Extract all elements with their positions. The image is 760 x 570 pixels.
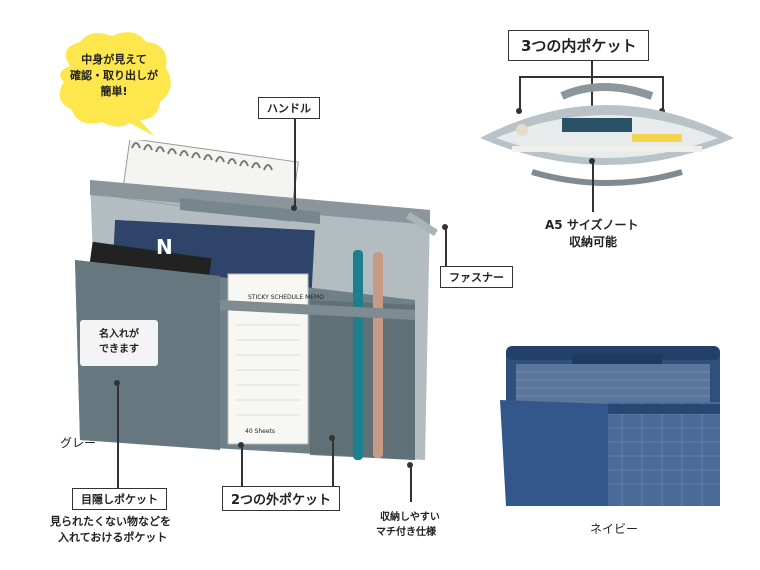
outer-pockets-label: 2つの外ポケット <box>222 486 341 511</box>
a5-line-2: 収納可能 <box>569 235 618 249</box>
handle-dot <box>291 205 297 211</box>
inner-pocket-dot-3 <box>659 108 665 114</box>
inner-pockets-label: 3つの内ポケット <box>508 30 650 61</box>
top-view-bag-image <box>472 82 742 194</box>
handle-leader-line <box>294 118 296 208</box>
outer-pocket-dot-right <box>329 435 335 441</box>
navy-color-label: ネイビー <box>590 522 639 536</box>
hidden-pocket-leader-line <box>117 383 119 488</box>
bubble-line-3: 簡単! <box>100 85 128 98</box>
zipper-leader-line <box>445 228 447 266</box>
navy-bag-image <box>492 338 732 508</box>
hidden-pocket-dot <box>114 380 120 386</box>
a5-line-1: A5 サイズノート <box>545 218 639 232</box>
zipper-label: ファスナー <box>440 266 513 288</box>
gusset-dot <box>407 462 413 468</box>
name-tag-line-1: 名入れが <box>99 329 139 340</box>
inner-pockets-bracket-right <box>662 76 664 110</box>
gusset-leader-line <box>410 466 412 502</box>
hidden-pocket-desc-2: 入れておけるポケット <box>58 531 168 544</box>
memo-pad-sheets: 40 Sheets <box>245 428 276 435</box>
inner-pocket-dot-1 <box>516 108 522 114</box>
gray-color-label: グレー <box>60 436 97 450</box>
speech-bubble: 中身が見えて 確認・取り出しが 簡単! <box>50 28 178 138</box>
outer-pocket-dot-left <box>238 442 244 448</box>
outer-pocket-leader-right <box>332 438 334 487</box>
gusset-line-1: 収納しやすい <box>380 512 440 523</box>
gray-bag-image: STICKY SCHEDULE MEMO 40 Sheets N <box>70 137 450 480</box>
bubble-line-2: 確認・取り出しが <box>70 69 158 82</box>
gusset-line-2: マチ付き仕様 <box>376 527 436 538</box>
hidden-pocket-label: 目隠しポケット <box>72 488 167 510</box>
inner-pockets-bracket-left <box>519 76 521 110</box>
memo-pad-title: STICKY SCHEDULE MEMO <box>248 294 324 301</box>
a5-dot <box>589 158 595 164</box>
name-tag-line-2: できます <box>99 344 139 355</box>
notebook-letter: N <box>156 235 173 259</box>
outer-pocket-leader-left <box>241 445 243 487</box>
bubble-line-1: 中身が見えて <box>81 53 147 66</box>
zipper-dot <box>442 224 448 230</box>
name-tag: 名入れが できます <box>80 320 158 366</box>
hidden-pocket-desc-1: 見られたくない物などを <box>50 515 171 528</box>
handle-label: ハンドル <box>258 97 320 119</box>
a5-leader-line <box>592 162 594 212</box>
